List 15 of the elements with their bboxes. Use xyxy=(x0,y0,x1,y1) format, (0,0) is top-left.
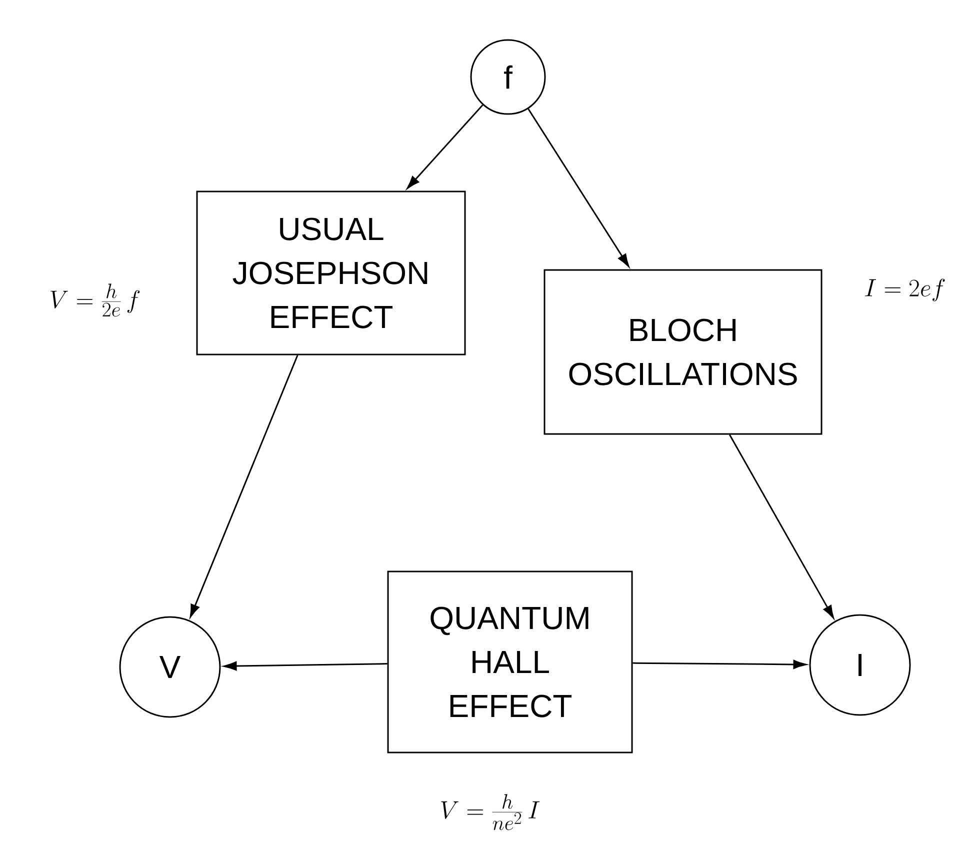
process-box: USUAL JOSEPHSON EFFECT xyxy=(196,190,466,356)
arrow xyxy=(528,108,630,267)
circle-node: V xyxy=(119,616,221,718)
arrow xyxy=(406,104,484,189)
circle-node: I xyxy=(809,614,911,716)
arrow xyxy=(190,354,298,618)
formula: $I=2ef$ xyxy=(865,278,945,302)
formula: $V=\frac{h}{2e}\,f$ xyxy=(50,284,140,317)
process-box: BLOCH OSCILLATIONS xyxy=(544,269,822,435)
arrow xyxy=(632,660,806,669)
arrow xyxy=(729,434,834,618)
process-box: QUANTUM HALL EFFECT xyxy=(387,570,633,754)
circle-node: f xyxy=(470,39,546,115)
formula: $V=\frac{h}{ne^{2}}\,I$ xyxy=(441,794,540,830)
arrow xyxy=(224,661,388,671)
